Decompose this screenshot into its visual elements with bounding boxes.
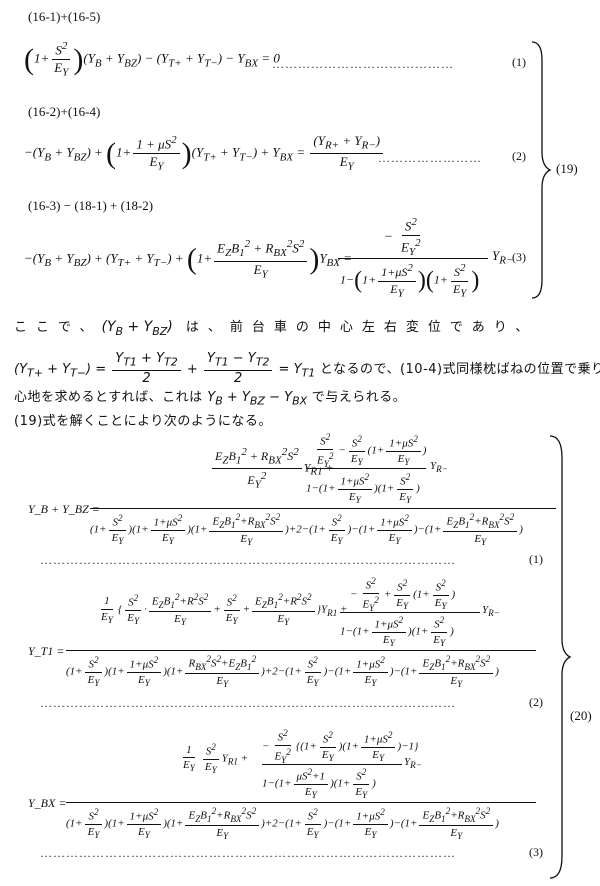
fraction-bar (262, 764, 402, 765)
equation-number: (2) (512, 149, 526, 163)
equation-number: (1) (512, 55, 526, 69)
eq20-2-tail: YR− (482, 604, 500, 619)
fraction-bar (338, 258, 488, 259)
group-label-19: (19) (556, 161, 578, 176)
equation-number: (1) (529, 552, 543, 566)
eq20-1-numerator-term1: EZB12 + RBX2S2EY2YR1 + (210, 446, 334, 491)
equation-19-3: −(YB + YBZ) + (YT+ + YT−) + (1+EZB12 + R… (24, 238, 353, 281)
leader-dots: …………………… (378, 151, 482, 165)
leader-dots: …………………………………………………………………………………… (40, 553, 456, 567)
section-header-1: (16-1)+(16-5) (28, 9, 101, 24)
right-brace (531, 41, 552, 299)
paragraph-line-3: 心地を求めるとすれば、これは YB + YBZ − YBX で与えられる。 (14, 390, 407, 408)
fraction-bar (306, 468, 426, 469)
section-header-3: (16-3) − (18-1) + (18-2) (28, 198, 154, 213)
leader-dots: …………………………………………………………………………………… (40, 846, 456, 860)
right-brace (549, 435, 572, 879)
paragraph-line-1: ここで、(YB + YBZ) は、前台車の中心左右変位であり、 (14, 319, 538, 338)
group-label-20: (20) (570, 708, 592, 723)
eq3-rhs-tail: YR− (492, 248, 514, 267)
eq20-3-lhs: Y_BX = (28, 796, 67, 810)
main-fraction-bar (66, 802, 536, 803)
equation-number: (3) (512, 250, 526, 264)
main-fraction-bar (90, 508, 556, 509)
eq20-2-lhs: Y_T1 = (28, 644, 65, 658)
eq20-1-tail: YR− (430, 460, 448, 475)
section-header-2: (16-2)+(16-4) (28, 104, 101, 119)
main-fraction-bar (66, 650, 536, 651)
eq20-1-lhs: Y_B + Y_BZ = (28, 502, 100, 516)
leader-dots: …………………………………………………………………………………… (40, 696, 456, 710)
fraction-bar (340, 612, 480, 613)
equation-number: (2) (529, 695, 543, 709)
paragraph-line-4: (19)式を解くことにより次のようになる。 (14, 414, 272, 429)
equation-number: (3) (529, 845, 543, 859)
leader-dots: …………………………………… (272, 57, 454, 71)
eq20-3-tail: YR− (404, 756, 422, 771)
